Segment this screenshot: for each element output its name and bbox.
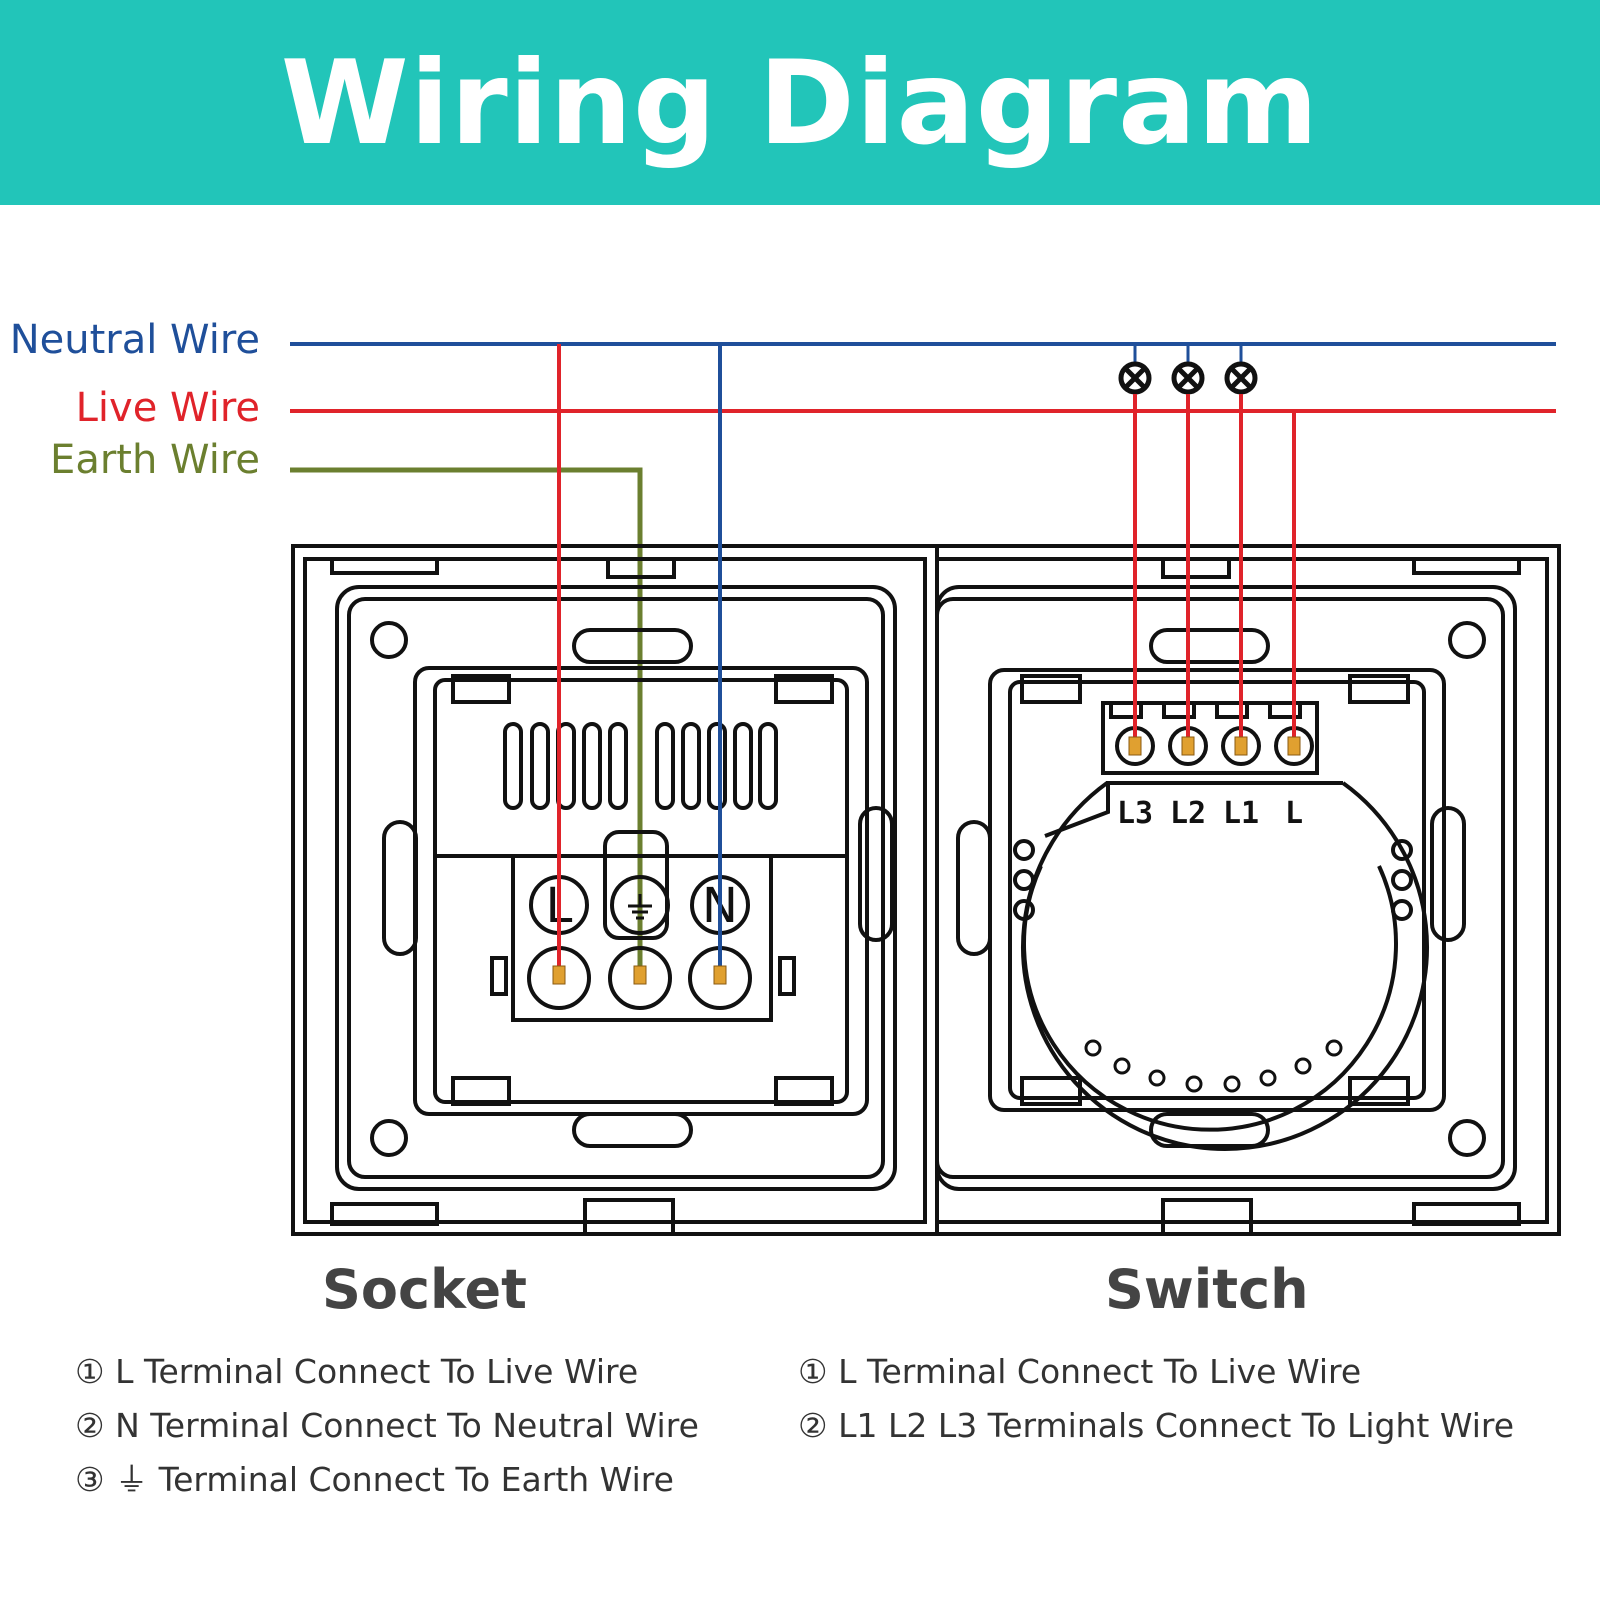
switch-terminal-label-l1: L1 [1223,796,1259,831]
terminal-screws [552,736,1301,985]
switch-terminal-label-l2: L2 [1170,796,1206,831]
switch-ticks [1084,1039,1343,1093]
earth-symbol [628,894,652,920]
earth-wire-label: Earth Wire [50,437,260,483]
switch-note-2: ② L1 L2 L3 Terminals Connect To Light Wi… [798,1406,1515,1445]
header-banner [0,0,1600,205]
switch-plate [935,544,1561,1236]
live-wire-label: Live Wire [75,385,260,431]
lamp-icon [1118,361,1258,395]
switch-terminal-label-l3: L3 [1117,796,1153,831]
switch-caption: Switch [1105,1258,1309,1321]
page-title: Wiring Diagram [280,36,1320,171]
socket-note-1: ① L Terminal Connect To Live Wire [75,1352,639,1391]
switch-terminal-label-l: L [1285,796,1303,831]
socket-note-3: ③ ⏚ Terminal Connect To Earth Wire [75,1460,674,1499]
socket-caption: Socket [322,1258,527,1321]
socket-note-2: ② N Terminal Connect To Neutral Wire [75,1406,699,1445]
neutral-wire-label: Neutral Wire [9,317,260,363]
earth-wire-line [290,467,643,975]
socket-plate [291,544,939,1236]
switch-note-1: ① L Terminal Connect To Live Wire [798,1352,1362,1391]
